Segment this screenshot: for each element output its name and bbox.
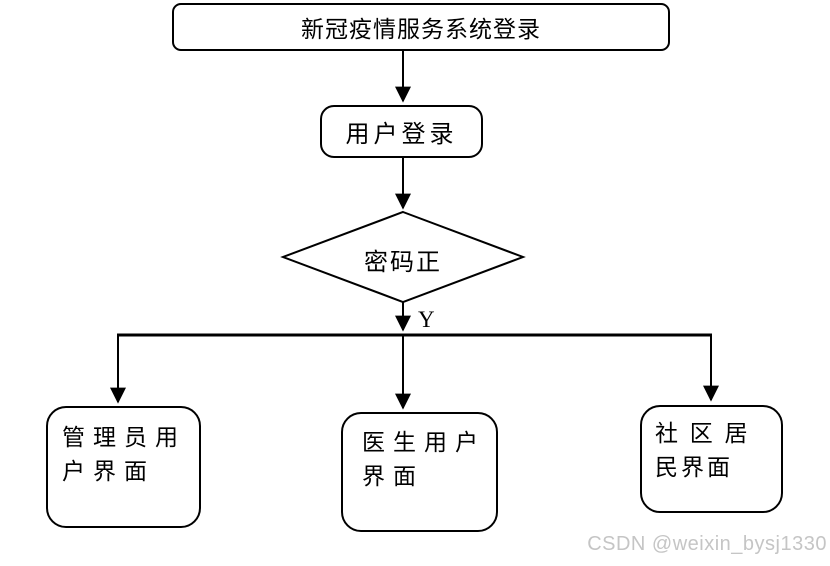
node-admin-ui-line1: 管理员用 bbox=[62, 425, 186, 450]
node-doctor-ui: 医生用户 界面 bbox=[341, 412, 498, 532]
node-doctor-ui-line2: 界面 bbox=[362, 464, 424, 489]
node-resident-ui-line1: 社 区 居 bbox=[655, 421, 751, 446]
node-doctor-ui-line1: 医生用户 bbox=[362, 430, 486, 455]
node-admin-ui: 管理员用 户界面 bbox=[46, 406, 201, 528]
node-system-login-label: 新冠疫情服务系统登录 bbox=[301, 17, 541, 42]
node-resident-ui: 社 区 居 民界面 bbox=[640, 405, 783, 513]
node-admin-ui-line2: 户界面 bbox=[62, 459, 155, 484]
node-user-login-label: 用户登录 bbox=[345, 122, 458, 148]
branch-yes-label: Y bbox=[418, 307, 435, 332]
node-resident-ui-line2: 民界面 bbox=[655, 455, 733, 480]
decision-label: 密码正 bbox=[364, 250, 442, 276]
csdn-watermark: CSDN @weixin_bysj1330 bbox=[587, 533, 827, 555]
node-user-login: 用户登录 bbox=[320, 105, 483, 158]
node-system-login: 新冠疫情服务系统登录 bbox=[172, 3, 670, 51]
